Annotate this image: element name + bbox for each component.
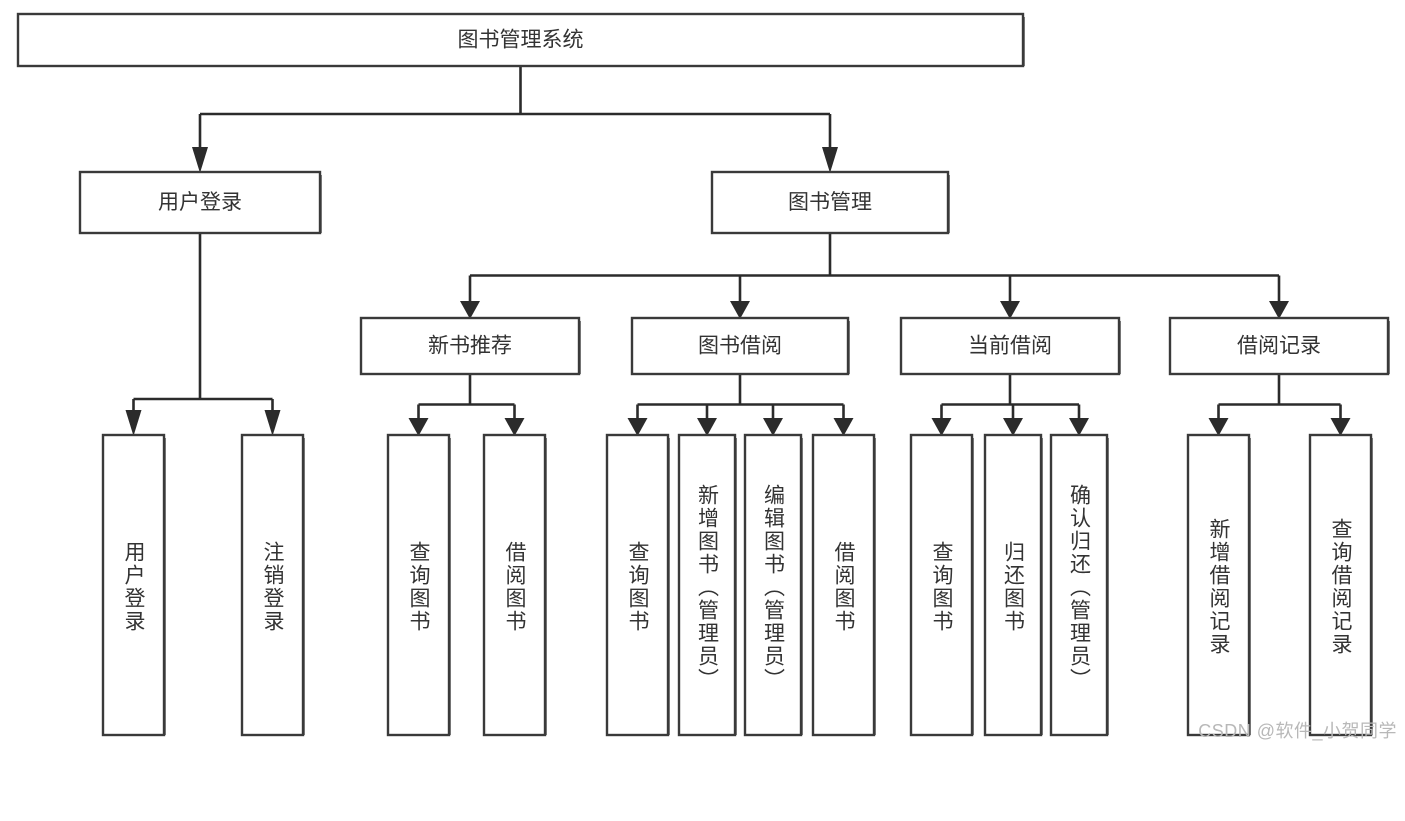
node-leaf-borrow-book-2[interactable]: [811, 433, 876, 737]
arrowhead-icon: [763, 418, 783, 436]
node-new-book-recommend[interactable]: [359, 316, 581, 376]
node-leaf-add-record[interactable]: [1186, 433, 1251, 737]
node-current-borrow[interactable]: [899, 316, 1121, 376]
arrowhead-icon: [833, 418, 854, 436]
node-label: 图书管理: [788, 191, 872, 214]
node-borrow-record[interactable]: [1168, 316, 1390, 376]
arrowhead-icon: [408, 418, 429, 436]
node-label: 当前借阅: [968, 335, 1052, 358]
node-leaf-borrow-book-1[interactable]: [482, 433, 547, 737]
arrowhead-icon: [1003, 418, 1023, 436]
node-leaf-add-book[interactable]: [677, 433, 737, 737]
arrowhead-icon: [125, 410, 142, 436]
node-root[interactable]: [16, 12, 1025, 68]
arrowhead-icon: [627, 418, 648, 436]
connectors-layer: [125, 66, 1351, 436]
watermark: CSDN @软件_小贺同学: [1198, 721, 1397, 741]
arrowhead-icon: [1208, 418, 1229, 436]
node-label: 新书推荐: [428, 335, 512, 358]
node-label: 借阅记录: [1237, 335, 1321, 358]
node-label: 图书借阅: [698, 335, 782, 358]
arrowhead-icon: [730, 301, 750, 319]
node-label: 用户登录: [158, 191, 242, 214]
arrowhead-icon: [1069, 418, 1089, 436]
arrowhead-icon: [822, 147, 838, 173]
node-leaf-user-login[interactable]: [101, 433, 166, 737]
node-leaf-edit-book[interactable]: [743, 433, 803, 737]
arrowhead-icon: [697, 418, 717, 436]
node-leaf-return-book[interactable]: [983, 433, 1043, 737]
arrowhead-icon: [1330, 418, 1351, 436]
node-leaf-confirm-return[interactable]: [1049, 433, 1109, 737]
node-user-login[interactable]: [78, 170, 322, 235]
node-leaf-query-book-2[interactable]: [605, 433, 670, 737]
node-leaf-query-record[interactable]: [1308, 433, 1373, 737]
node-book-borrow[interactable]: [630, 316, 850, 376]
arrowhead-icon: [1269, 301, 1289, 319]
node-leaf-logout[interactable]: [240, 433, 305, 737]
node-leaf-query-book-3[interactable]: [909, 433, 974, 737]
node-leaf-query-book-1[interactable]: [386, 433, 451, 737]
arrowhead-icon: [460, 301, 480, 319]
arrowhead-icon: [192, 147, 208, 173]
boxes-layer: [16, 12, 1390, 737]
arrowhead-icon: [264, 410, 281, 436]
node-label: 图书管理系统: [458, 29, 584, 52]
arrowhead-icon: [504, 418, 525, 436]
flowchart-canvas: 图书管理系统用户登录图书管理新书推荐图书借阅当前借阅借阅记录 用户登录注销登录查…: [16, 12, 1397, 741]
arrowhead-icon: [1000, 301, 1020, 319]
arrowhead-icon: [931, 418, 952, 436]
node-book-manage[interactable]: [710, 170, 950, 235]
